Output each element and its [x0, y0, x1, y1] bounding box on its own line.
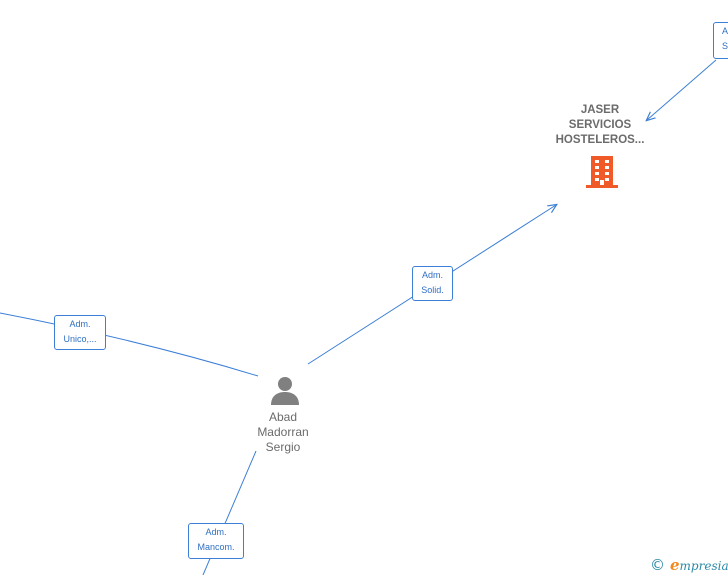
person-name-line: Abad [268, 410, 298, 424]
edge-label-line: A [722, 26, 728, 36]
edge-label-line: Solid. [421, 285, 444, 295]
edge-unico-line [0, 312, 259, 377]
edge-label-line: Mancom. [197, 542, 235, 552]
brand-initial: e [670, 556, 680, 574]
person-icon[interactable] [270, 376, 300, 406]
edge-label-line: Unico,... [63, 334, 97, 344]
edge-label-line: Adm. [205, 527, 227, 537]
brand-logo: empresia [670, 556, 728, 574]
company-name-line: HOSTELEROS... [555, 134, 645, 146]
edge-label-line: Adm. [421, 270, 443, 280]
person-name-line: Madorran [257, 425, 309, 439]
empresia-watermark: © empresia [650, 556, 728, 574]
company-node-name[interactable]: JASER SERVICIOS HOSTELEROS... [535, 103, 665, 148]
edge-label-adm-unico[interactable]: Adm. Unico,... [54, 315, 106, 350]
company-name-line: SERVICIOS [568, 119, 632, 131]
edge-top-right-line [647, 59, 717, 120]
person-node-name[interactable]: Abad Madorran Sergio [233, 410, 333, 455]
person-name-line: Sergio [265, 440, 301, 454]
building-icon[interactable] [586, 155, 618, 189]
edge-label-line: S [722, 41, 728, 51]
brand-rest: mpresia [679, 559, 728, 573]
edge-label-line: Adm. [69, 319, 91, 329]
edge-label-top-right[interactable]: A S [713, 22, 728, 59]
edge-label-adm-mancom[interactable]: Adm. Mancom. [188, 523, 244, 559]
edge-label-adm-solid[interactable]: Adm. Solid. [412, 266, 453, 301]
copyright-icon: © [650, 556, 665, 574]
company-name-line: JASER [580, 104, 620, 116]
